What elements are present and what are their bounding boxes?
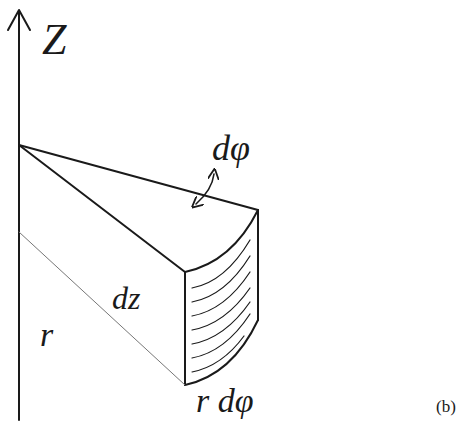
wedge-arc bbox=[185, 210, 258, 272]
angle-label: dφ bbox=[212, 130, 250, 166]
wedge-edge bbox=[257, 210, 259, 320]
axis-arrowhead bbox=[8, 10, 30, 30]
face-hatching bbox=[192, 240, 250, 372]
axis-label: Z bbox=[42, 18, 66, 62]
z-axis bbox=[18, 12, 20, 420]
radius-label: r bbox=[40, 318, 53, 352]
wedge-edge bbox=[19, 145, 185, 272]
height-label: dz bbox=[112, 282, 140, 314]
wedge-edge bbox=[184, 272, 186, 385]
panel-label: (b) bbox=[436, 398, 456, 415]
arc-length-label: r dφ bbox=[196, 384, 254, 418]
angle-arc bbox=[196, 174, 214, 204]
wedge-bottom-edge bbox=[19, 232, 185, 385]
